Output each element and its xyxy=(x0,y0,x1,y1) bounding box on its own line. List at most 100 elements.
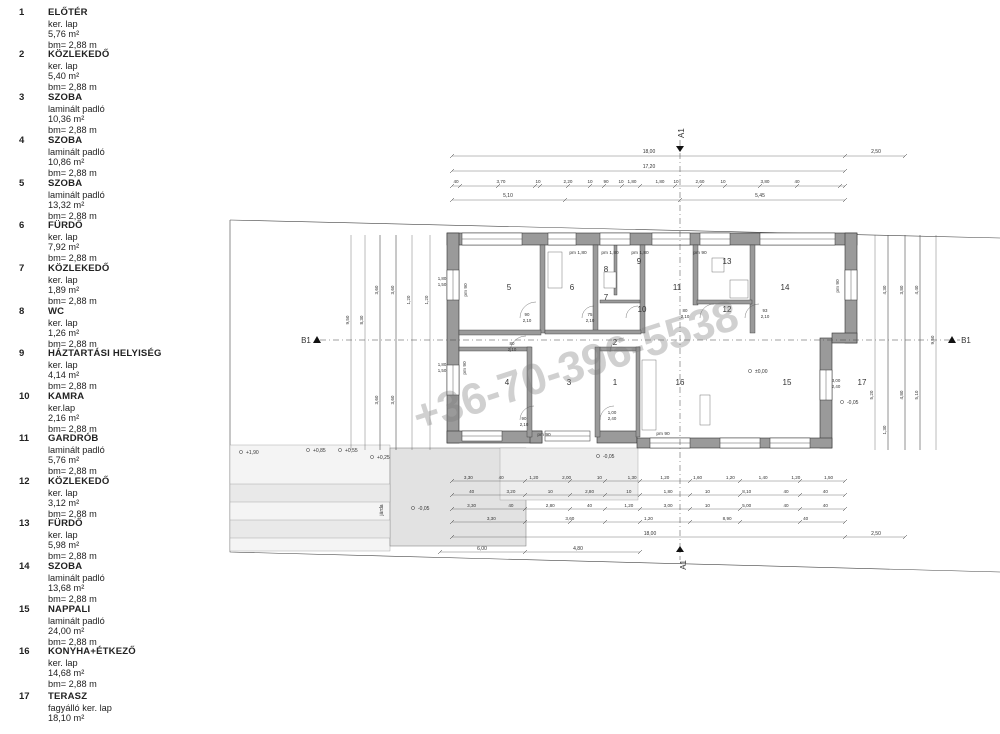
dimension-label: 3,80 xyxy=(899,285,904,294)
legend-room-name: SZOBA xyxy=(48,561,83,572)
dimension-label: 90 xyxy=(603,179,609,184)
dimension-label: 3,70 xyxy=(497,179,506,184)
steps xyxy=(229,483,391,503)
dimension-tick xyxy=(522,549,528,555)
opening-label: 1,00 xyxy=(608,410,617,415)
dimension-tick xyxy=(449,506,455,512)
legend-room-detail: ker. lap xyxy=(48,18,78,29)
wall-interior xyxy=(692,244,699,306)
dimension-label: 2,50 xyxy=(871,531,881,537)
dimension-tick xyxy=(449,519,455,525)
dimension-label: 3,80 xyxy=(761,179,770,184)
legend-room-name: FÜRDŐ xyxy=(48,518,83,529)
dimension-tick xyxy=(495,183,501,189)
dimension-label: 18,00 xyxy=(644,531,657,537)
door-swing xyxy=(609,337,625,353)
legend-room-number: 1 xyxy=(19,7,25,18)
room-number: 15 xyxy=(783,378,792,387)
legend-room-detail: ker. lap xyxy=(48,487,78,498)
kitchen-counter xyxy=(641,359,657,431)
legend-room-detail: 13,32 m² xyxy=(48,200,85,211)
level-label: -0,05 xyxy=(603,454,615,460)
opening-label: 93 xyxy=(763,308,768,313)
parapet-label: pm 90 xyxy=(656,431,670,437)
legend-room-detail: bm= 2,88 m xyxy=(48,295,97,306)
dimension-tick xyxy=(902,534,908,540)
dimension-label: 1,20 xyxy=(726,475,735,480)
dimension-label: 1,20 xyxy=(644,516,653,521)
dimension-label: 40 xyxy=(794,179,800,184)
dimension-tick xyxy=(902,153,908,159)
legend-room-name: KÖZLEKEDŐ xyxy=(48,476,110,487)
door-swing xyxy=(744,303,760,319)
section-label-a: A1 xyxy=(677,128,686,138)
dimension-label: 2,20 xyxy=(564,179,573,184)
dimension-label: 3,30 xyxy=(467,503,476,508)
dimension-tick xyxy=(601,183,607,189)
opening-label: 2,40 xyxy=(832,384,841,389)
dimension-label: 3,60 xyxy=(390,285,395,294)
section-label-b: B1 xyxy=(961,336,971,345)
opening-label: 75 xyxy=(588,312,593,317)
opening-label: 2,10 xyxy=(523,318,532,323)
site-boundary-top xyxy=(229,219,1000,239)
dimension-tick xyxy=(737,478,743,484)
room-number: 7 xyxy=(604,293,609,302)
dimension-label: 2,50 xyxy=(871,149,881,155)
room-number: 6 xyxy=(570,283,575,292)
dimension-label: 5,10 xyxy=(914,390,919,399)
legend-room-number: 7 xyxy=(19,263,25,274)
wall-interior xyxy=(749,244,756,334)
room-number: 9 xyxy=(637,257,642,266)
legend-room-name: FÜRDŐ xyxy=(48,220,83,231)
dimension-label: 10 xyxy=(720,179,726,184)
opening-label: 2,10 xyxy=(761,314,770,319)
legend-room-name: SZOBA xyxy=(48,92,83,103)
room-number: 2 xyxy=(613,338,618,347)
dimension-tick xyxy=(449,183,455,189)
dimension-tick xyxy=(757,183,763,189)
dimension-label: 10 xyxy=(705,503,711,508)
legend-room-name: TERASZ xyxy=(48,691,88,702)
room-number: 14 xyxy=(781,283,790,292)
dimension-label: 5,00 xyxy=(742,503,751,508)
legend-room-number: 10 xyxy=(19,391,30,402)
dimension-label: 3,20 xyxy=(506,489,515,494)
legend-room-name: SZOBA xyxy=(48,178,83,189)
legend-room-detail: 13,68 m² xyxy=(48,583,85,594)
parapet-label: pm 90 xyxy=(835,279,841,293)
legend-room-detail: laminált padló xyxy=(48,444,105,455)
legend-room-detail: 5,76 m² xyxy=(48,455,80,466)
dimension-label: 9,50 xyxy=(345,315,350,324)
opening-label: 2,10 xyxy=(586,318,595,323)
dimension-tick xyxy=(602,492,608,498)
dimension-label: 3,60 xyxy=(390,395,395,404)
dimension-tick xyxy=(587,183,593,189)
dimension-tick xyxy=(722,183,728,189)
legend-room-name: NAPPALI xyxy=(48,604,91,615)
opening-label: 80 xyxy=(510,341,515,346)
dimension-label: 1,20 xyxy=(529,475,538,480)
level-marker xyxy=(596,454,600,458)
dimension-tick xyxy=(449,478,455,484)
dimension-label: 8,10 xyxy=(742,489,751,494)
walkway-label: járda xyxy=(379,504,385,516)
wall-interior xyxy=(458,329,542,336)
section-marker-b xyxy=(313,336,321,343)
dimension-tick xyxy=(565,183,571,189)
legend-room-name: KÖZLEKEDŐ xyxy=(48,49,110,60)
dimension-label: 3,60 xyxy=(565,516,574,521)
door-swing xyxy=(625,305,639,319)
dimension-tick xyxy=(842,197,848,203)
room-number: 11 xyxy=(673,283,682,292)
opening-label: 1,50 xyxy=(438,282,447,287)
dimension-tick xyxy=(842,168,848,174)
legend-room-detail: ker. lap xyxy=(48,529,78,540)
opening-label: 1,50 xyxy=(438,368,447,373)
wall-interior xyxy=(696,299,753,305)
dimension-tick xyxy=(619,183,625,189)
legend-room-detail: bm= 2,88 m xyxy=(48,81,97,92)
dimension-tick xyxy=(637,549,643,555)
legend-room-number: 8 xyxy=(19,306,25,317)
room-number: 4 xyxy=(505,378,510,387)
